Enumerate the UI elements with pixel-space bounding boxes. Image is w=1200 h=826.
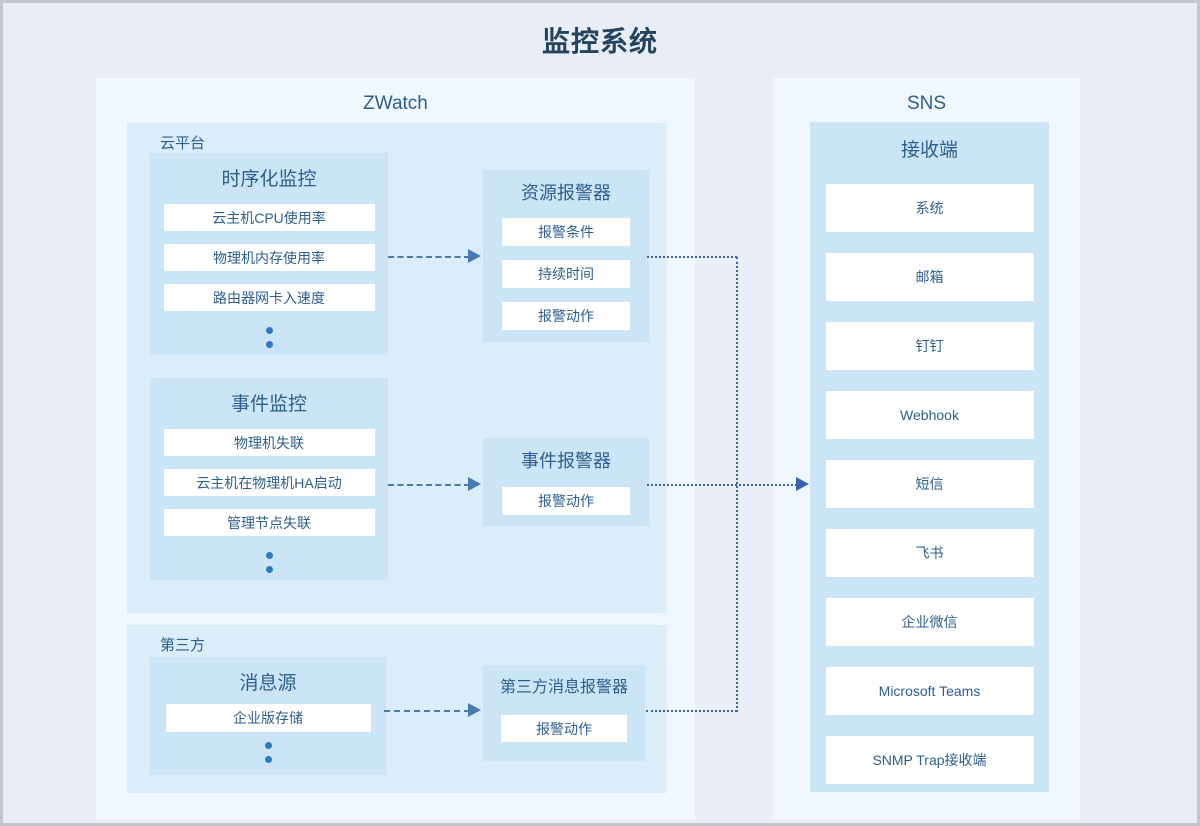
box-title: 事件报警器 — [521, 451, 611, 471]
box-title: 第三方消息报警器 — [499, 679, 628, 696]
receiver-item: 飞书 — [825, 529, 1034, 577]
page-title: 监控系统 — [541, 26, 658, 57]
list-item: 持续时间 — [502, 260, 630, 288]
event-alarm-box: 事件报警器 报警动作 — [483, 438, 649, 526]
item-list: 云主机CPU使用率物理机内存使用率路由器网卡入速度 — [150, 204, 388, 311]
arrowhead-icon — [468, 703, 481, 717]
receiver-item: Microsoft Teams — [825, 667, 1034, 715]
dotted-line-to-sns — [647, 484, 797, 486]
cloud-platform-label: 云平台 — [160, 135, 206, 152]
arrowhead-icon — [796, 477, 809, 491]
third-party-label: 第三方 — [160, 637, 206, 654]
list-item: 报警动作 — [502, 487, 630, 515]
ellipsis-icon — [150, 327, 388, 348]
list-item: 物理机失联 — [163, 429, 375, 456]
dashed-line-event-to-event-alarm — [388, 484, 470, 486]
ellipsis-icon — [150, 552, 388, 573]
event-monitor-box: 事件监控 物理机失联云主机在物理机HA启动管理节点失联 — [150, 378, 388, 580]
list-item: 云主机CPU使用率 — [163, 204, 375, 231]
sns-label: SNS — [906, 93, 947, 114]
list-item: 管理节点失联 — [163, 509, 375, 536]
receiver-item: 钉钉 — [825, 322, 1034, 370]
arrowhead-icon — [468, 477, 481, 491]
zwatch-label: ZWatch — [363, 93, 428, 114]
item-list: 企业版存储 — [150, 704, 386, 732]
arrowhead-icon — [468, 249, 481, 263]
box-title: 事件监控 — [230, 394, 307, 415]
item-list: 物理机失联云主机在物理机HA启动管理节点失联 — [150, 429, 388, 536]
box-title: 接收端 — [900, 140, 958, 161]
item-list: 报警动作 — [483, 715, 645, 742]
resource-alarm-box: 资源报警器 报警条件持续时间报警动作 — [483, 170, 649, 342]
dashed-line-timeseries-to-resource-alarm — [388, 256, 470, 258]
dashed-line-source-to-third-party-alarm — [384, 710, 470, 712]
receiver-item: 邮箱 — [825, 253, 1034, 301]
dotted-line-resource-alarm-out — [647, 256, 737, 258]
third-party-alarm-box: 第三方消息报警器 报警动作 — [483, 665, 645, 761]
list-item: 路由器网卡入速度 — [163, 284, 375, 311]
item-list: 报警动作 — [483, 487, 649, 515]
box-title: 时序化监控 — [221, 169, 317, 190]
box-title: 消息源 — [239, 673, 297, 694]
list-item: 云主机在物理机HA启动 — [163, 469, 375, 496]
ellipsis-icon — [150, 742, 386, 763]
item-list: 报警条件持续时间报警动作 — [483, 218, 649, 330]
timeseries-monitor-box: 时序化监控 云主机CPU使用率物理机内存使用率路由器网卡入速度 — [150, 153, 388, 355]
receiver-item: 短信 — [825, 460, 1034, 508]
receiver-box: 接收端 系统邮箱钉钉 Webhook 短信飞书企业微信 Microsoft Teams… — [810, 122, 1049, 792]
receiver-item: Webhook — [825, 391, 1034, 439]
list-item: 报警动作 — [502, 302, 630, 330]
list-item: 物理机内存使用率 — [163, 244, 375, 271]
receiver-item: SNMP Trap接收端 — [825, 736, 1034, 784]
dotted-line-third-party-alarm-out — [646, 710, 737, 712]
list-item: 企业版存储 — [165, 704, 371, 732]
receiver-item: 企业微信 — [825, 598, 1034, 646]
receiver-item: 系统 — [825, 184, 1034, 232]
box-title: 资源报警器 — [521, 183, 611, 203]
list-item: 报警动作 — [501, 715, 627, 742]
list-item: 报警条件 — [502, 218, 630, 246]
message-source-box: 消息源 企业版存储 — [150, 657, 386, 775]
